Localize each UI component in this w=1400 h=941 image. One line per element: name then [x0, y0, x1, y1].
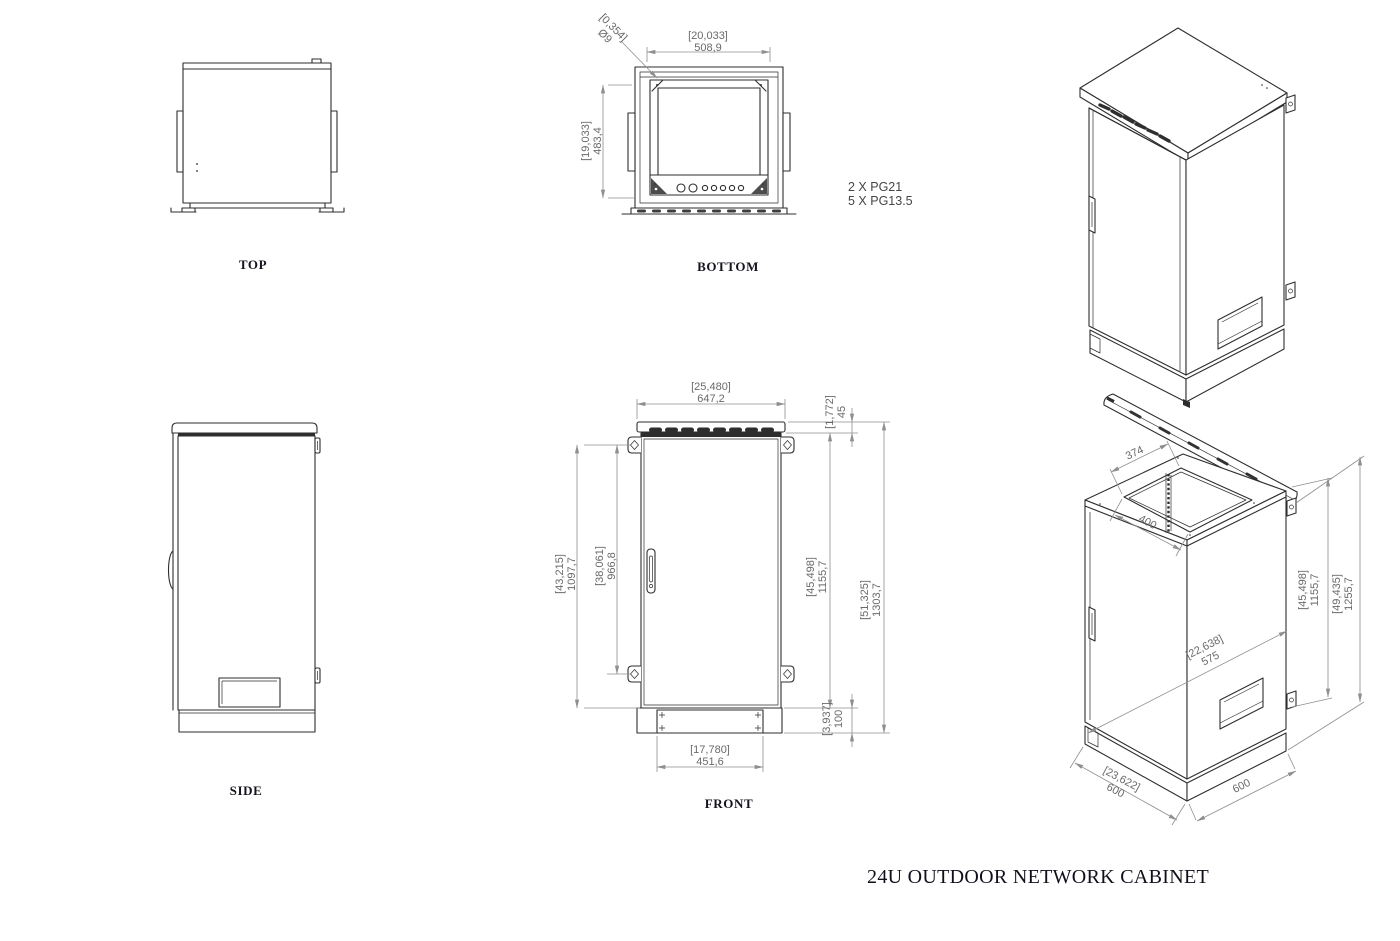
front-dim-mount-span-mm: 1097,7 [566, 557, 578, 591]
pg13-hole [710, 184, 718, 192]
iso-door-handle [1088, 195, 1096, 234]
bottom-dim-depth-in: [19,033] [580, 121, 592, 161]
bottom-dim-width-in: [20,033] [688, 30, 728, 42]
front-dim-roof-height: [1,772] 45 [786, 395, 890, 447]
front-dim-mount-span: [43,215] 1097,7 [554, 444, 640, 709]
bottom-louver-strip [621, 207, 797, 215]
front-dim-total-height: [51,325] 1303,7 [784, 421, 890, 734]
iso-open-view: 374 400 [22,638] 575 [45,498] 1155,7 [1069, 393, 1365, 826]
front-roof-louvers [649, 427, 774, 433]
front-view: [25,480] 647,2 [1,772] 45 [45,498] 1155,… [554, 381, 890, 772]
lid-louvers [1129, 410, 1258, 481]
iso-open-rear-brackets [1286, 497, 1297, 710]
bottom-left-tab [627, 112, 636, 172]
front-door [640, 432, 782, 709]
top-body [182, 68, 332, 204]
front-dim-roof-width-mm: 647,2 [697, 393, 725, 405]
iso-dim-body-height-mm: 1155,7 [1309, 574, 1321, 607]
iso-open-handle [1088, 606, 1096, 642]
iso-plinth [1089, 328, 1285, 408]
bottom-right-tab [782, 112, 791, 172]
side-view [167, 422, 321, 733]
side-plinth [178, 709, 316, 733]
top-right-tab [330, 110, 338, 173]
drawing-title: 24U OUTDOOR NETWORK CABINET [867, 866, 1209, 888]
bottom-dim-depth: [19,033] 483,4 [580, 84, 634, 199]
front-dim-hole-span-mm: 966,8 [606, 552, 618, 580]
front-dim-total-height-mm: 1303,7 [871, 583, 883, 617]
front-dim-plinth-height-in: [3,937] [821, 702, 833, 736]
front-dim-roof-height-mm: 45 [836, 406, 848, 418]
iso-rear-brackets [1285, 94, 1296, 301]
iso-dim-total-height-mm: 1255,7 [1343, 577, 1355, 611]
front-dim-plinth-width: [17,780] 451,6 [656, 736, 764, 772]
front-dim-mount-span-in: [43,215] [554, 554, 566, 594]
front-dim-roof-width-in: [25,480] [691, 381, 731, 393]
front-door-inner [643, 438, 779, 706]
bottom-view-label: BOTTOM [697, 259, 759, 274]
gland-note-line2: 5 X PG13.5 [848, 194, 913, 208]
top-roof-bump [311, 58, 322, 64]
iso-dim-total-height: [49,435] 1255,7 [1287, 455, 1365, 751]
pg21-hole [676, 183, 686, 193]
bottom-view: [20,033] 508,9 [19,033] 483,4 [0,354] Ø9… [580, 12, 913, 215]
pg13-hole [701, 184, 709, 192]
pg13-hole [737, 184, 745, 192]
top-roof-edge [182, 62, 332, 70]
top-left-tab [176, 110, 184, 173]
bottom-dim-depth-mm: 483,4 [592, 127, 604, 155]
front-dim-roof-width: [25,480] 647,2 [636, 381, 786, 419]
front-view-label: FRONT [704, 796, 754, 811]
front-dim-total-height-in: [51,325] [859, 580, 871, 620]
front-dim-plinth-width-in: [17,780] [690, 744, 730, 756]
front-door-top-edge [641, 433, 781, 437]
iso-dim-base-depth-label: 600 [1231, 777, 1253, 796]
side-body [177, 435, 316, 711]
front-door-handle [646, 548, 656, 594]
bottom-dim-width-mm: 508,9 [694, 42, 722, 54]
front-plinth [636, 707, 783, 734]
front-mount-brackets [627, 436, 795, 683]
iso-dim-total-height-in: [49,435] [1331, 574, 1343, 614]
top-view-label: TOP [238, 257, 268, 272]
side-handle-bump [167, 550, 174, 590]
top-view [170, 58, 345, 213]
front-dim-body-height-in: [45,498] [805, 557, 817, 597]
iso-dim-body-height: [45,498] 1155,7 [1291, 477, 1333, 708]
gland-note-line1: 2 X PG21 [848, 180, 902, 194]
side-view-label: SIDE [229, 783, 263, 798]
front-dim-roof-height-in: [1,772] [824, 395, 836, 429]
iso-side-louver [1217, 296, 1263, 350]
bottom-gland-plate [649, 174, 769, 193]
bottom-inner-frame [649, 79, 769, 196]
front-dim-hole-span: [38,061] 966,8 [594, 444, 630, 675]
side-hinges [314, 437, 321, 684]
pg13-hole [719, 184, 727, 192]
iso-closed-view [1079, 27, 1296, 408]
bottom-dim-width: [20,033] 508,9 [646, 30, 771, 62]
iso-dim-opening-depth-label: 374 [1124, 444, 1146, 463]
side-louver-panel [218, 677, 281, 708]
side-roof-shadow [178, 433, 315, 436]
bottom-wall-line [639, 71, 779, 204]
top-hinge-dot [196, 163, 198, 165]
bottom-corner-gussets [651, 79, 767, 194]
front-dim-body-height-mm: 1155,7 [817, 561, 829, 594]
iso-roof-louvers [1098, 103, 1171, 143]
top-base-strip [189, 202, 326, 209]
pg21-hole [688, 183, 698, 193]
front-dim-plinth-height: [3,937] 100 [821, 694, 855, 747]
front-dim-body-height: [45,498] 1155,7 [784, 432, 858, 709]
top-hinge-dot [196, 170, 198, 172]
pg13-hole [728, 184, 736, 192]
iso-dim-opening-depth: 374 [1109, 440, 1180, 495]
front-dim-plinth-height-mm: 100 [833, 710, 845, 728]
front-dim-plinth-width-mm: 451,6 [696, 756, 724, 768]
side-roof-cap [171, 422, 318, 434]
iso-open-right-face [1186, 496, 1287, 780]
top-feet [170, 207, 345, 213]
front-dim-hole-span-in: [38,061] [594, 546, 606, 586]
iso-dim-body-height-in: [45,498] [1297, 570, 1309, 610]
